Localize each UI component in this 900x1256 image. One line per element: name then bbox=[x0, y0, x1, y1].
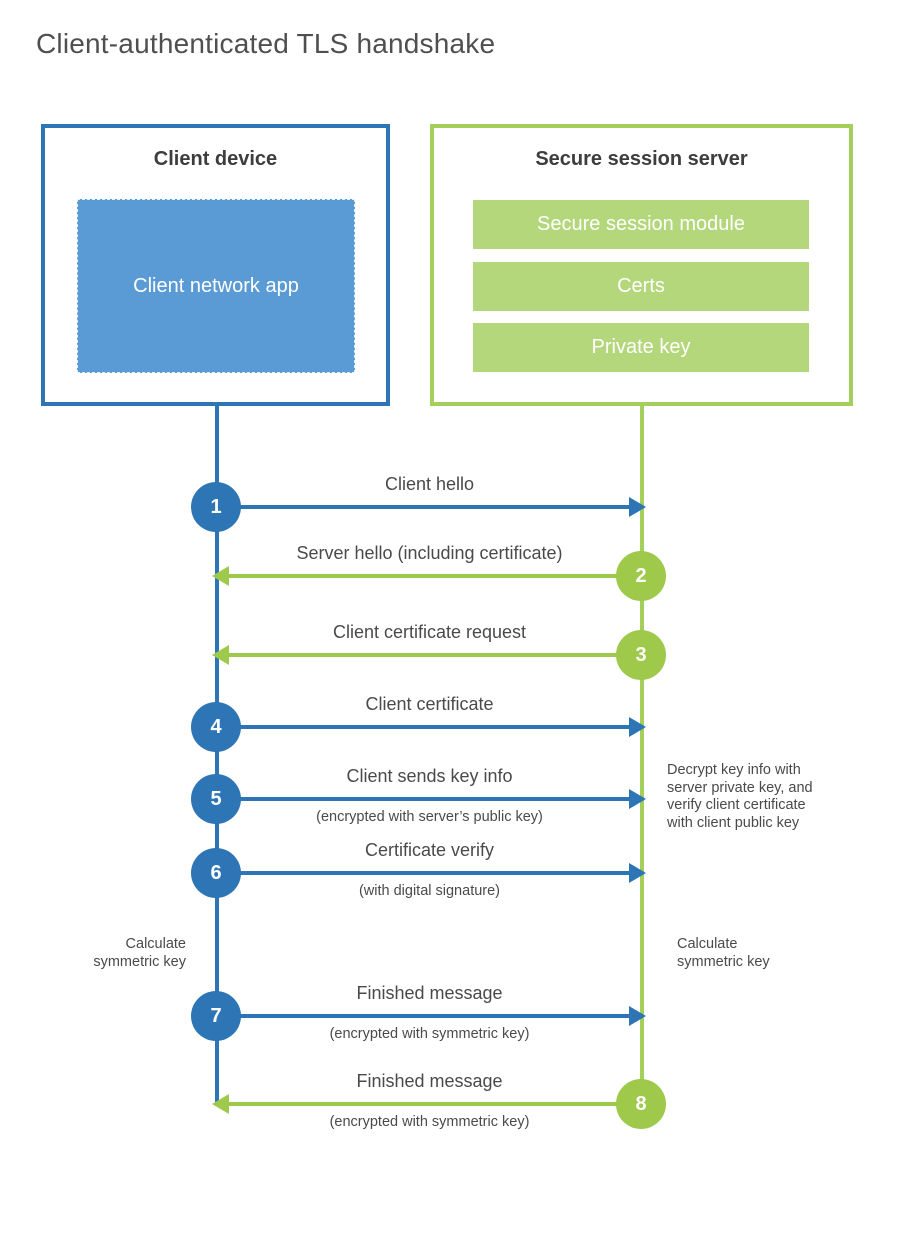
step-circle-5: 5 bbox=[191, 774, 241, 824]
message-label: Finished message bbox=[356, 983, 503, 1003]
message-label: Server hello (including certificate) bbox=[296, 543, 563, 563]
message-sublabel: (encrypted with server’s public key) bbox=[316, 809, 543, 825]
step-circle-2: 2 bbox=[616, 551, 666, 601]
client-device-heading: Client device bbox=[153, 148, 278, 170]
client-device-box: Client device Client network app bbox=[41, 124, 390, 406]
message-label: Finished message bbox=[356, 1071, 503, 1091]
arrow-line bbox=[217, 505, 642, 509]
arrow-line bbox=[217, 653, 642, 657]
server-module-certs: Certs bbox=[473, 262, 809, 311]
server-module-private-key: Private key bbox=[473, 323, 809, 372]
step-circle-6: 6 bbox=[191, 848, 241, 898]
page-title: Client-authenticated TLS handshake bbox=[36, 28, 496, 59]
arrowhead-right-icon bbox=[629, 497, 646, 517]
step-circle-8: 8 bbox=[616, 1079, 666, 1129]
server-heading: Secure session server bbox=[535, 148, 748, 170]
step-circle-4: 4 bbox=[191, 702, 241, 752]
arrow-line bbox=[217, 1014, 642, 1018]
message-sublabel: (encrypted with symmetric key) bbox=[329, 1114, 530, 1130]
step-circle-3: 3 bbox=[616, 630, 666, 680]
message-label: Client hello bbox=[384, 474, 475, 494]
arrowhead-left-icon bbox=[212, 1094, 229, 1114]
decrypt-note: Decrypt key info with server private key… bbox=[667, 762, 813, 831]
arrowhead-left-icon bbox=[212, 645, 229, 665]
message-label: Client certificate request bbox=[332, 622, 527, 642]
client-network-app-box: Client network app bbox=[77, 199, 355, 373]
client-lifeline bbox=[215, 406, 219, 1106]
message-label: Certificate verify bbox=[364, 840, 495, 860]
arrow-line bbox=[217, 574, 642, 578]
server-lifeline bbox=[640, 406, 644, 1104]
message-sublabel: (encrypted with symmetric key) bbox=[329, 1026, 530, 1042]
step-circle-7: 7 bbox=[191, 991, 241, 1041]
arrow-line bbox=[217, 797, 642, 801]
secure-session-server-box: Secure session server Secure session mod… bbox=[430, 124, 853, 406]
arrowhead-right-icon bbox=[629, 717, 646, 737]
arrow-line bbox=[217, 1102, 642, 1106]
calculate-symmetric-key-note-client: Calculate symmetric key bbox=[93, 936, 186, 970]
arrowhead-right-icon bbox=[629, 1006, 646, 1026]
arrowhead-left-icon bbox=[212, 566, 229, 586]
arrow-line bbox=[217, 871, 642, 875]
message-label: Client certificate bbox=[365, 694, 494, 714]
arrowhead-right-icon bbox=[629, 863, 646, 883]
arrow-line bbox=[217, 725, 642, 729]
arrowhead-right-icon bbox=[629, 789, 646, 809]
step-circle-1: 1 bbox=[191, 482, 241, 532]
calculate-symmetric-key-note-server: Calculate symmetric key bbox=[677, 936, 770, 970]
message-label: Client sends key info bbox=[346, 766, 513, 786]
message-sublabel: (with digital signature) bbox=[358, 883, 501, 899]
server-module-secure-session: Secure session module bbox=[473, 200, 809, 249]
